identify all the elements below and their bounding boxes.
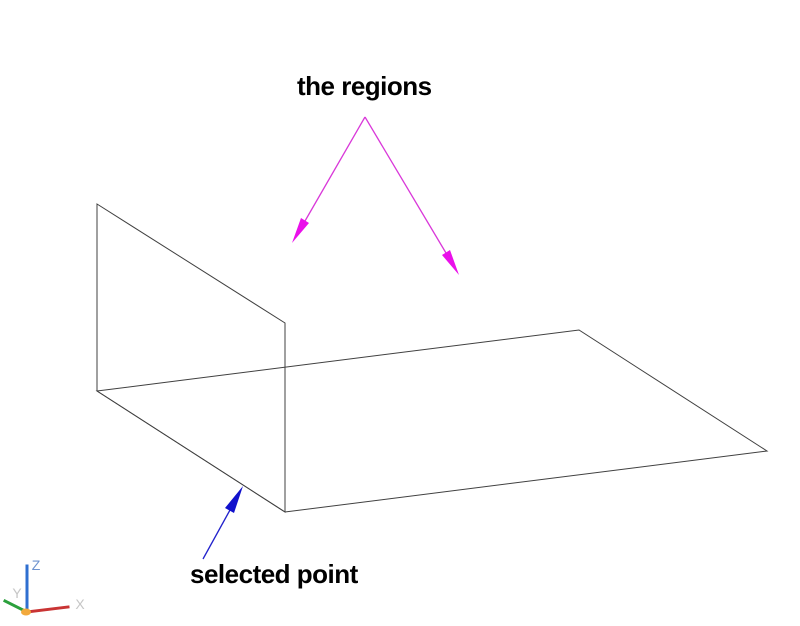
regions-label: the regions — [297, 71, 432, 101]
ucs-x-label: X — [75, 596, 85, 612]
ucs-y-label: Y — [12, 585, 22, 601]
selected-point-leader-arrow — [202, 486, 243, 560]
regions-leader-left-arrowhead-icon — [292, 218, 309, 243]
selected-point-arrowhead-icon — [225, 486, 243, 513]
ucs-origin-dot — [21, 608, 31, 616]
ucs-axes-icon[interactable]: Z Y X — [2, 557, 85, 616]
ucs-x-axis — [25, 605, 70, 614]
regions-leader-right-arrowhead-icon — [442, 250, 459, 275]
region-geometry — [95, 203, 769, 513]
horizontal-region[interactable] — [95, 329, 769, 513]
regions-leader-right-line — [364, 116, 447, 254]
vertical-region[interactable] — [96, 203, 286, 513]
regions-leader-left-line — [304, 116, 366, 222]
selected-point-leader-line — [202, 509, 231, 560]
selected-point-label: selected point — [190, 559, 358, 589]
ucs-z-label: Z — [32, 557, 41, 573]
regions-leader-arrows — [292, 116, 459, 275]
